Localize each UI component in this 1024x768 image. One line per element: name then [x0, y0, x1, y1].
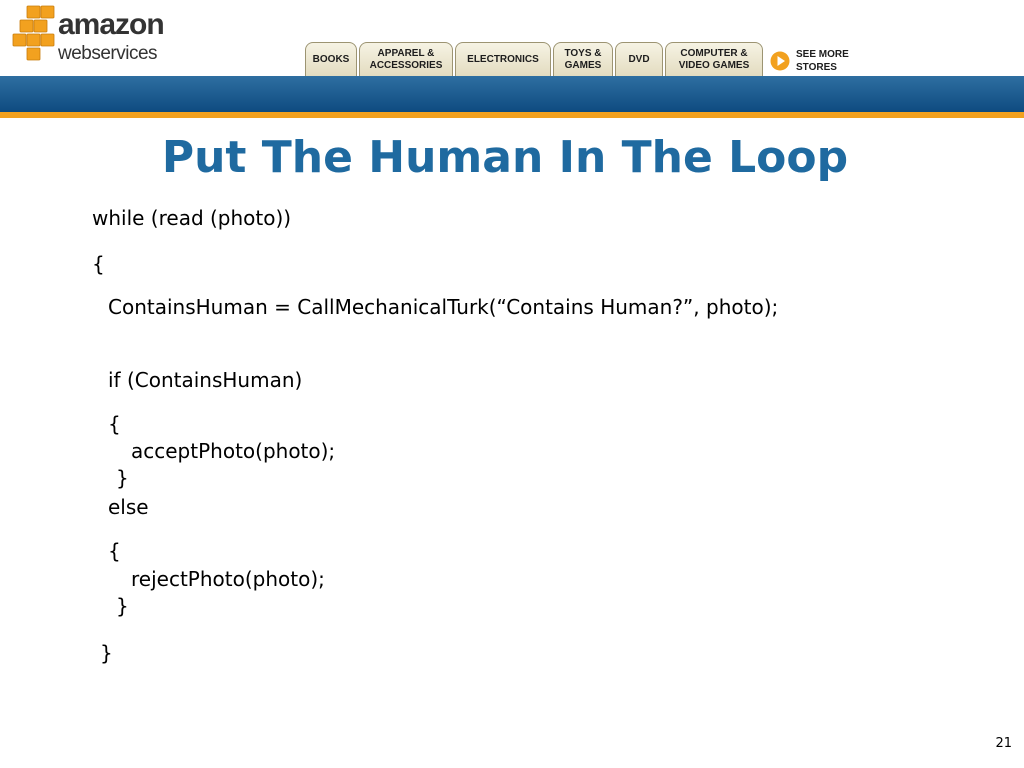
- code-line: {: [108, 539, 121, 563]
- see-more-stores-link[interactable]: SEE MORE STORES: [770, 48, 849, 74]
- code-line: else: [108, 495, 149, 519]
- see-more-stores-label: SEE MORE STORES: [796, 49, 849, 73]
- logo-boxes-icon: [12, 5, 55, 61]
- header-orange-rule: [0, 112, 1024, 118]
- tab-books[interactable]: BOOKS: [305, 42, 357, 76]
- code-line: }: [100, 641, 113, 665]
- code-line: while (read (photo)): [92, 206, 292, 230]
- code-line: if (ContainsHuman): [108, 368, 303, 392]
- header-blue-band: [0, 76, 1024, 112]
- play-arrow-icon: [770, 51, 790, 71]
- tab-computer-video-games[interactable]: COMPUTER & VIDEO GAMES: [665, 42, 763, 76]
- code-line: {: [108, 412, 121, 436]
- code-line: }: [116, 594, 129, 618]
- logo-text-webservices: webservices: [58, 43, 158, 64]
- code-line: acceptPhoto(photo);: [131, 439, 336, 463]
- tab-apparel-accessories[interactable]: APPAREL & ACCESSORIES: [359, 42, 453, 76]
- store-tabs: BOOKS APPAREL & ACCESSORIES ELECTRONICS …: [305, 40, 765, 76]
- page-number: 21: [995, 736, 1012, 751]
- code-line: rejectPhoto(photo);: [131, 567, 325, 591]
- logo-text-amazon: amazon: [58, 8, 165, 41]
- code-line: }: [116, 466, 129, 490]
- code-line: {: [92, 252, 105, 276]
- slide-title: Put The Human In The Loop: [161, 132, 849, 183]
- tab-electronics[interactable]: ELECTRONICS: [455, 42, 551, 76]
- tab-dvd[interactable]: DVD: [615, 42, 663, 76]
- code-line: ContainsHuman = CallMechanicalTurk(“Cont…: [108, 295, 779, 319]
- tab-toys-games[interactable]: TOYS & GAMES: [553, 42, 613, 76]
- amazon-web-services-logo[interactable]: amazon webservices: [10, 4, 180, 70]
